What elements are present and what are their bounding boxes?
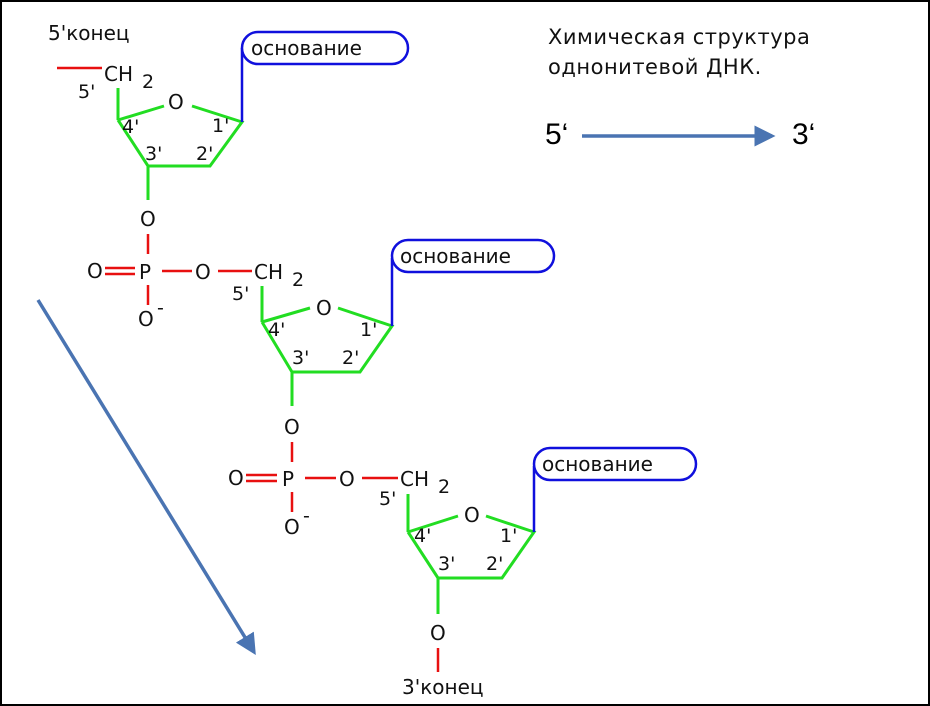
- ring-oxygen: O: [316, 296, 332, 320]
- terminal-oxygen: O: [430, 621, 446, 645]
- c5-label: 5': [379, 488, 396, 510]
- o-right: O: [195, 260, 211, 284]
- ch2-label: CH: [254, 260, 283, 284]
- c2-label: 2': [196, 143, 213, 165]
- negative-charge: -: [157, 297, 164, 319]
- c1-label: 1': [500, 525, 517, 547]
- nucleotide-3: CH 2 5' O 4' 1' 3' 2' основание O 3'коне…: [379, 446, 698, 699]
- phosphate-1: O O P O O -: [87, 207, 252, 331]
- c4-label: 4': [122, 116, 139, 138]
- strand-direction-arrow: [36, 299, 256, 655]
- ring-oxygen: O: [168, 90, 184, 114]
- c3-label: 3': [145, 143, 162, 165]
- direction-to-label: 3‘: [792, 118, 815, 151]
- nucleotide-1: 5'конец CH 2 5' O 4' 1' 3' 2' основание: [48, 21, 410, 200]
- negative-charge: -: [303, 505, 310, 527]
- three-prime-end-label: 3'конец: [402, 675, 484, 699]
- nucleotide-2: CH 2 5' O 4' 1' 3' 2' основание: [232, 238, 556, 406]
- o-right: O: [339, 467, 355, 491]
- ch2-subscript: 2: [142, 71, 154, 93]
- ring-oxygen: O: [464, 503, 480, 527]
- c4-label: 4': [414, 525, 431, 547]
- o-top: O: [284, 415, 300, 439]
- base-box: [240, 30, 410, 66]
- c1-label: 1': [212, 115, 229, 137]
- ch2-label: CH: [104, 62, 133, 86]
- title-line-2: однонитевой ДНК.: [548, 55, 762, 79]
- c5-label: 5': [232, 283, 249, 305]
- sugar-ring: [116, 104, 245, 168]
- c2-label: 2': [342, 347, 359, 369]
- c3-label: 3': [438, 553, 455, 575]
- base-label: основание: [542, 452, 653, 476]
- base-label: основание: [251, 36, 362, 60]
- ch2-subscript: 2: [438, 476, 450, 498]
- c2-label: 2': [486, 553, 503, 575]
- o-top: O: [140, 207, 156, 231]
- o-minus: O: [138, 307, 154, 331]
- o-double: O: [87, 259, 103, 283]
- o-double: O: [228, 466, 244, 490]
- c4-label: 4': [268, 319, 285, 341]
- ch2-label: CH: [400, 467, 429, 491]
- title-line-1: Химическая структура: [548, 25, 810, 49]
- sugar-ring: [406, 514, 537, 580]
- five-prime-end-label: 5'конец: [48, 21, 130, 45]
- c1-label: 1': [360, 319, 377, 341]
- base-box: [390, 238, 556, 274]
- sugar-ring: [260, 306, 395, 374]
- c3-label: 3': [292, 347, 309, 369]
- base-box: [532, 446, 698, 482]
- base-label: основание: [400, 244, 511, 268]
- o-minus: O: [284, 515, 300, 539]
- ch2-subscript: 2: [292, 269, 304, 291]
- phosphate-2: O O P O O -: [228, 415, 398, 539]
- direction-from-label: 5‘: [545, 118, 568, 151]
- phosphorus: P: [282, 467, 294, 491]
- c5-label: 5': [78, 81, 95, 103]
- phosphorus: P: [139, 260, 151, 284]
